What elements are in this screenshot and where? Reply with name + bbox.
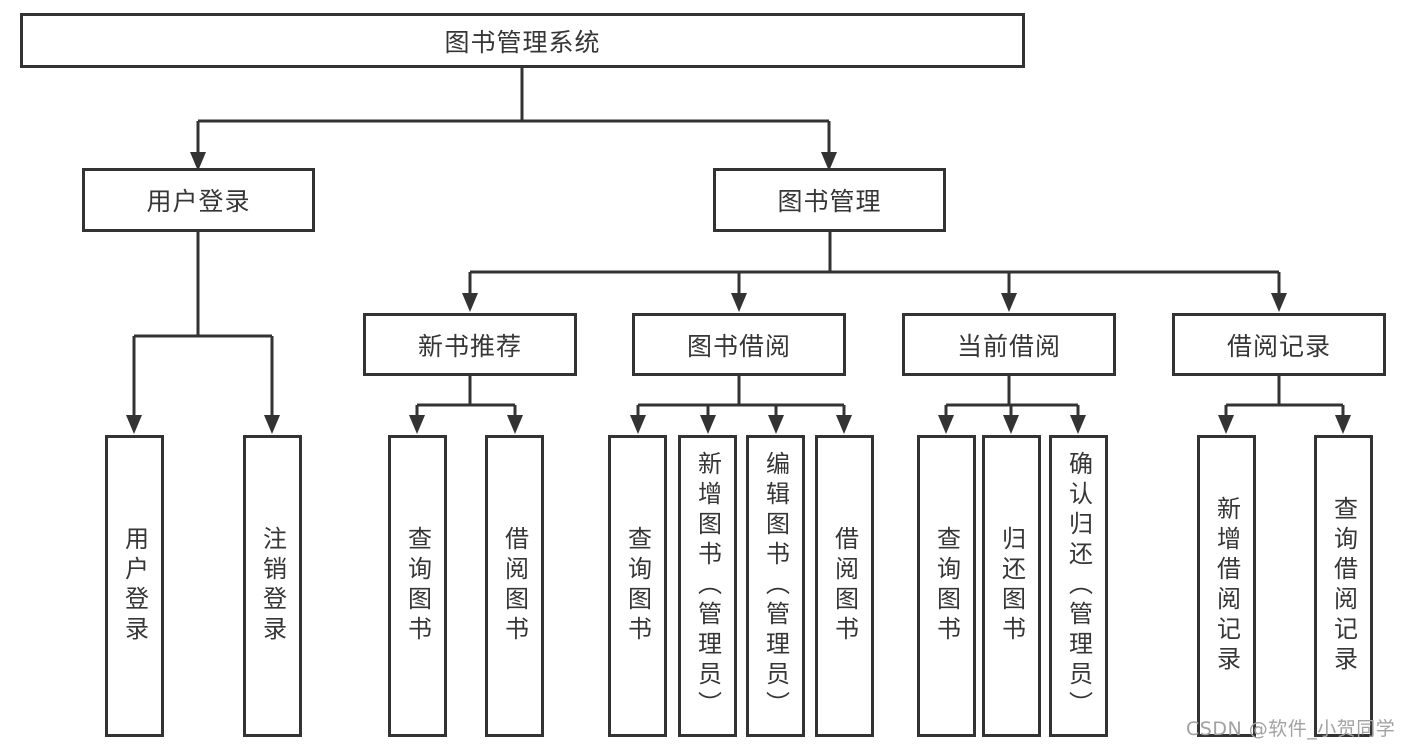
node-borrow-record: 借阅记录 bbox=[1172, 313, 1386, 376]
leaf-record-query: 查询借阅记录 bbox=[1314, 435, 1373, 737]
node-new-book-recommend: 新书推荐 bbox=[363, 313, 577, 376]
arrowheads bbox=[126, 152, 1351, 434]
leaf-current-confirm-admin-label: 确认归还（管理员） bbox=[1064, 451, 1093, 721]
leaf-current-query-label: 查询图书 bbox=[932, 526, 961, 646]
leaf-borrow-edit-admin: 编辑图书（管理员） bbox=[746, 435, 805, 737]
leaf-record-add-label: 新增借阅记录 bbox=[1212, 496, 1241, 676]
leaf-borrow-book: 借阅图书 bbox=[815, 435, 874, 737]
connector-strokes bbox=[132, 68, 1345, 424]
leaf-record-add: 新增借阅记录 bbox=[1197, 435, 1256, 737]
leaf-borrow-book-label: 借阅图书 bbox=[830, 526, 859, 646]
node-user-login: 用户登录 bbox=[82, 168, 315, 232]
leaf-record-query-label: 查询借阅记录 bbox=[1329, 496, 1358, 676]
leaf-newbook-query-label: 查询图书 bbox=[403, 526, 432, 646]
leaf-newbook-query: 查询图书 bbox=[388, 435, 447, 737]
leaf-user-login: 用户登录 bbox=[105, 435, 164, 737]
watermark: CSDN @软件_小贺同学 bbox=[1186, 718, 1396, 740]
leaf-logout-label: 注销登录 bbox=[258, 526, 287, 646]
node-library-system: 图书管理系统 bbox=[20, 13, 1025, 68]
leaf-newbook-borrow-label: 借阅图书 bbox=[500, 526, 529, 646]
leaf-newbook-borrow: 借阅图书 bbox=[485, 435, 544, 737]
leaf-borrow-query: 查询图书 bbox=[608, 435, 667, 737]
leaf-current-query: 查询图书 bbox=[917, 435, 976, 737]
leaf-borrow-edit-admin-label: 编辑图书（管理员） bbox=[761, 451, 790, 721]
node-book-borrow: 图书借阅 bbox=[632, 313, 846, 376]
leaf-logout: 注销登录 bbox=[243, 435, 302, 737]
leaf-borrow-add-admin: 新增图书（管理员） bbox=[678, 435, 737, 737]
leaf-user-login-label: 用户登录 bbox=[120, 526, 149, 646]
node-current-borrow: 当前借阅 bbox=[902, 313, 1116, 376]
leaf-current-return-label: 归还图书 bbox=[997, 526, 1026, 646]
leaf-current-return: 归还图书 bbox=[982, 435, 1041, 737]
node-book-management: 图书管理 bbox=[713, 168, 946, 232]
leaf-current-confirm-admin: 确认归还（管理员） bbox=[1049, 435, 1108, 737]
leaf-borrow-add-admin-label: 新增图书（管理员） bbox=[693, 451, 722, 721]
leaf-borrow-query-label: 查询图书 bbox=[623, 526, 652, 646]
